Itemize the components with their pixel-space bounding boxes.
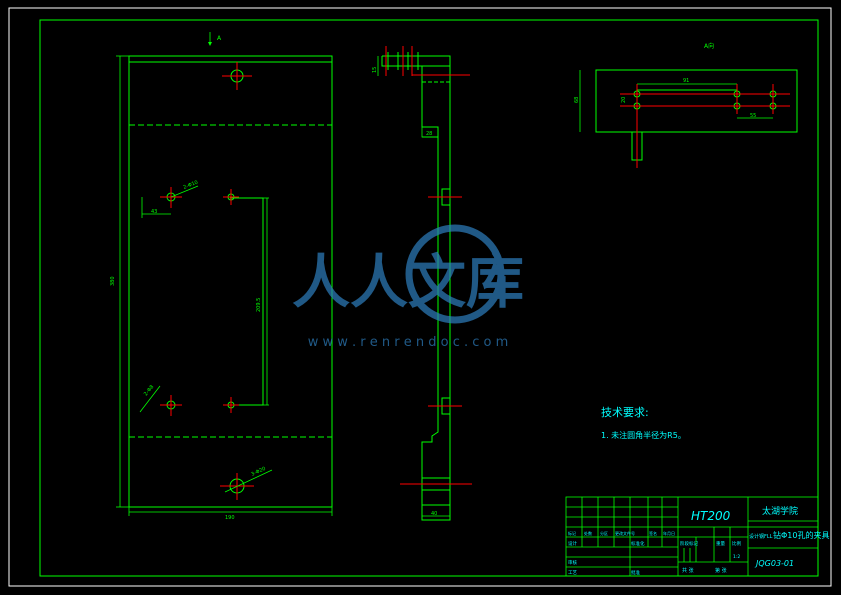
aux-view-centerlines [620, 84, 790, 168]
front-view-outline [128, 55, 333, 508]
side-dimensions [377, 56, 450, 517]
signature-label: 签名 [649, 530, 657, 536]
aux-view-label: A向 [704, 42, 714, 50]
scale-label: 比例 [732, 540, 741, 547]
front-view-centerlines [160, 62, 254, 500]
dim-front-height: 380 [110, 276, 116, 286]
dim-front-width: 190 [225, 515, 235, 521]
part-name: 钻Φ10孔的夹具 [773, 530, 829, 540]
note-hole-upper: 2-Φ10 [183, 180, 199, 191]
scale-value: 1:2 [733, 554, 740, 560]
dim-side-top: 28 [426, 131, 432, 137]
checker-label: 审核 [568, 559, 577, 566]
count-label: 处数 [584, 530, 592, 536]
watermark-text: 人人文库 [292, 248, 524, 316]
tech-req-title: 技术要求: [601, 406, 649, 419]
dim-aux-width: 91 [683, 78, 689, 84]
tech-req-item1: 1. 未注圆角半径为R5。 [601, 430, 686, 440]
sheet-frame [8, 7, 832, 587]
watermark: 人人文库 w w w . r e n r e n d o c . c o m [292, 224, 524, 350]
note-hole-main: 3-Φ20 [250, 466, 266, 478]
drawing-border [39, 19, 819, 577]
zone-label: 分区 [600, 530, 608, 536]
side-dimension-text: 28 40 15 [372, 67, 437, 517]
note-hole-lower: 2-Φ8 [143, 384, 155, 397]
date-label: 年月日 [663, 530, 675, 536]
title-block-text: HT200 太湖学院 设计钢FLL 钻Φ10孔的夹具 JQG03-01 阶段标记… [568, 505, 829, 576]
part-name-prefix: 设计钢FLL [749, 533, 773, 540]
school-name: 太湖学院 [762, 505, 798, 517]
stage-label: 阶段标记 [680, 540, 698, 547]
watermark-logo-icon [405, 224, 505, 324]
process-label: 工艺 [568, 570, 577, 576]
title-block [565, 496, 819, 577]
view-arrow-a: A [208, 32, 222, 46]
approve-label: 批准 [631, 569, 640, 576]
dim-aux-offset: 55 [750, 113, 756, 119]
view-arrow-label: A [217, 35, 222, 42]
standard-label: 标准化 [631, 540, 645, 547]
change-doc-label: 更改文件号 [615, 530, 635, 536]
drawing-number: JQG03-01 [754, 559, 794, 568]
front-dimension-text: 190 380 43 209.5 2-Φ10 2-Φ8 3-Φ20 [110, 180, 267, 521]
dim-side-flange: 15 [372, 67, 378, 73]
side-view-centerlines [385, 46, 472, 485]
sheet-number: 第 张 [715, 567, 727, 574]
material-label: HT200 [691, 509, 731, 523]
dim-aux-height: 68 [574, 97, 580, 103]
watermark-url: w w w . r e n r e n d o c . c o m [308, 335, 509, 350]
weight-label: 重量 [716, 540, 725, 547]
designer-label: 设计 [568, 540, 577, 547]
sheet-total: 共 张 [682, 567, 694, 574]
front-dimensions [116, 55, 333, 516]
dim-hole-spacing: 209.5 [256, 298, 262, 312]
dim-hole-offset: 43 [151, 209, 157, 215]
aux-dimension-text: 91 68 55 20 [574, 78, 756, 119]
dim-aux-small: 20 [621, 97, 627, 103]
mark-label: 标记 [568, 530, 576, 536]
dim-side-bottom: 40 [431, 511, 437, 517]
